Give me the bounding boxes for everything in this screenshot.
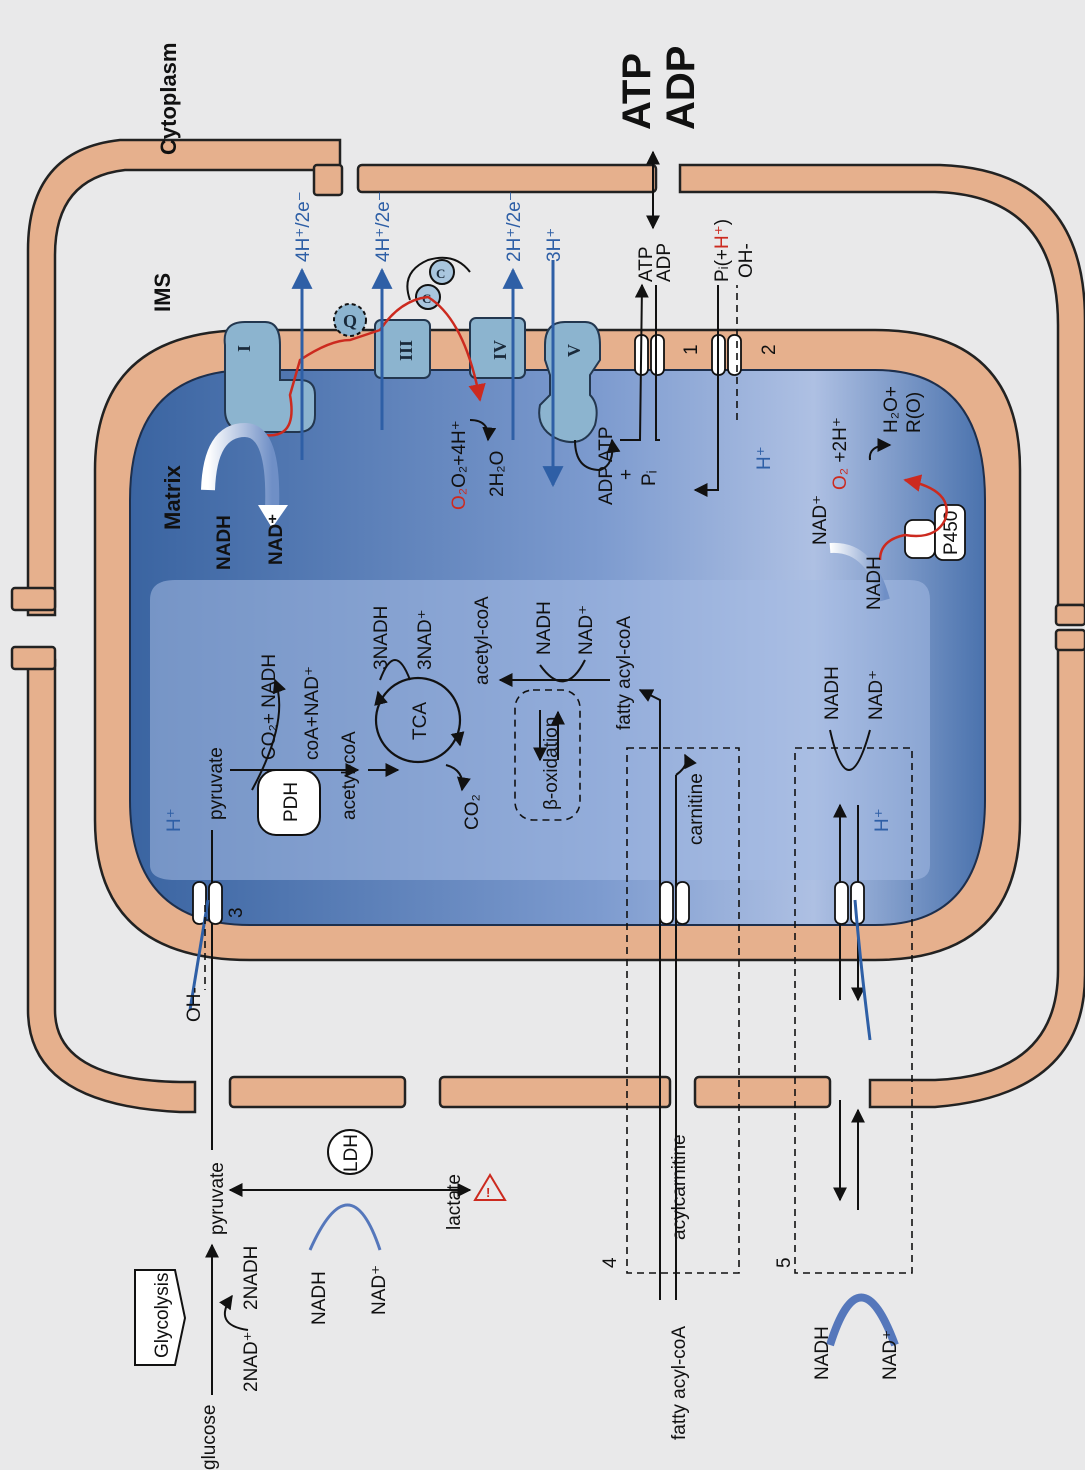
fatty-acyl-coa-cyto-label: fatty acyl-coA bbox=[669, 1326, 690, 1440]
ldh-label: LDH bbox=[341, 1134, 362, 1172]
acylcarnitine-label: acylcarnitine bbox=[669, 1134, 690, 1240]
cyto-nad-label: NAD⁺ bbox=[880, 1330, 901, 1380]
adp-cyto-label: ADP bbox=[659, 46, 703, 130]
fatty-acyl-coa-matrix-label: fatty acyl-coA bbox=[614, 616, 635, 730]
ldh-nadh-label: NADH bbox=[309, 1271, 330, 1325]
p450-o2: O₂ +2H⁺ bbox=[830, 417, 851, 490]
adp-atp-matrix-label: ADP ATP bbox=[596, 427, 617, 506]
p450-nad: NAD⁺ bbox=[810, 495, 831, 545]
matrix-label: Matrix bbox=[160, 464, 185, 530]
pyr-h-label: H⁺ bbox=[164, 808, 185, 832]
transporter-2-label: 2 bbox=[759, 344, 780, 355]
water-label: 2H₂O bbox=[487, 451, 508, 497]
box-5-label: 5 bbox=[774, 1257, 795, 1268]
box-4-label: 4 bbox=[600, 1257, 621, 1268]
two-nad-label: 2NAD⁺ bbox=[241, 1331, 262, 1392]
c-label-2: C bbox=[436, 266, 445, 281]
pyruvate-matrix-label: pyruvate bbox=[206, 747, 227, 820]
tca-label: TCA bbox=[410, 702, 431, 740]
nad3-label: 3NAD⁺ bbox=[415, 609, 436, 670]
glucose-label: glucose bbox=[199, 1405, 220, 1470]
complex-i-label: I bbox=[234, 345, 254, 352]
p450-h2o: H₂O+ bbox=[881, 386, 902, 433]
transporter-3-label: 3 bbox=[226, 907, 247, 918]
adp-ims-label: ADP bbox=[654, 243, 675, 282]
warning-mark: ! bbox=[486, 1185, 490, 1200]
co2-nadh-label: CO₂+ NADH bbox=[259, 654, 280, 760]
matrix-region bbox=[130, 370, 985, 925]
transporter-1-label: 1 bbox=[681, 344, 702, 355]
p450-nadh: NADH bbox=[864, 556, 885, 610]
oh-ims-label: OH- bbox=[736, 243, 757, 278]
proton-label-v: 3H⁺ bbox=[544, 228, 565, 262]
atp-cyto-label: ATP bbox=[615, 53, 659, 130]
acetyl-coa-2-label: acetyl-coA bbox=[472, 596, 493, 685]
nadh-complex-i: NADH bbox=[214, 515, 235, 570]
beta-nad-label: NAD⁺ bbox=[576, 605, 597, 655]
lactate-label: lactate bbox=[444, 1174, 465, 1230]
acetyl-coa-1-label: acetyl-coA bbox=[339, 731, 360, 820]
shuttle-nad-label: NAD⁺ bbox=[866, 670, 887, 720]
complex-iii-label: III bbox=[396, 340, 416, 361]
cytoplasm-label: Cytoplasm bbox=[156, 43, 181, 155]
shuttle-h-label: H⁺ bbox=[872, 808, 893, 832]
two-nadh-label: 2NADH bbox=[241, 1246, 262, 1310]
pyruvate-cyto-label: pyruvate bbox=[207, 1162, 228, 1235]
beta-nadh-label: NADH bbox=[534, 601, 555, 655]
glycolysis-label: Glycolysis bbox=[152, 1272, 173, 1358]
complex-v-label: V bbox=[564, 344, 584, 357]
ldh-nad-label: NAD⁺ bbox=[369, 1265, 390, 1315]
proton-label-iv: 2H⁺/2e⁻ bbox=[504, 191, 525, 262]
nad-complex-i: NAD⁺ bbox=[266, 514, 287, 565]
pi-matrix-label: Pᵢ bbox=[639, 470, 660, 486]
shuttle-nadh-label: NADH bbox=[822, 666, 843, 720]
co2-label: CO₂ bbox=[462, 794, 483, 830]
coa-nad-label: coA+NAD⁺ bbox=[302, 666, 323, 760]
ims-label: IMS bbox=[150, 273, 175, 312]
nadh3-label: 3NADH bbox=[371, 606, 392, 670]
pi-ims-label: Pi(+H⁺) bbox=[712, 219, 733, 282]
plus-label: + bbox=[616, 469, 637, 480]
h-matrix-label: H⁺ bbox=[754, 446, 775, 470]
pdh-label: PDH bbox=[281, 782, 302, 822]
proton-label-iii: 4H⁺/2e⁻ bbox=[373, 191, 394, 262]
oh-pyr-label: OH- bbox=[184, 987, 205, 1022]
o2-reduction-label: O₂O₂+4H⁺ bbox=[449, 420, 470, 510]
p450-label: P450 bbox=[941, 511, 962, 555]
cyto-nadh-label: NADH bbox=[812, 1326, 833, 1380]
p450-ro: R(O) bbox=[904, 392, 925, 433]
carnitine-label: carnitine bbox=[686, 773, 707, 845]
proton-label-i: 4H⁺/2e⁻ bbox=[293, 191, 314, 262]
q-label: Q bbox=[343, 311, 357, 331]
ldh-nadh-arc bbox=[310, 1205, 380, 1250]
complex-iv-label: IV bbox=[490, 340, 510, 360]
